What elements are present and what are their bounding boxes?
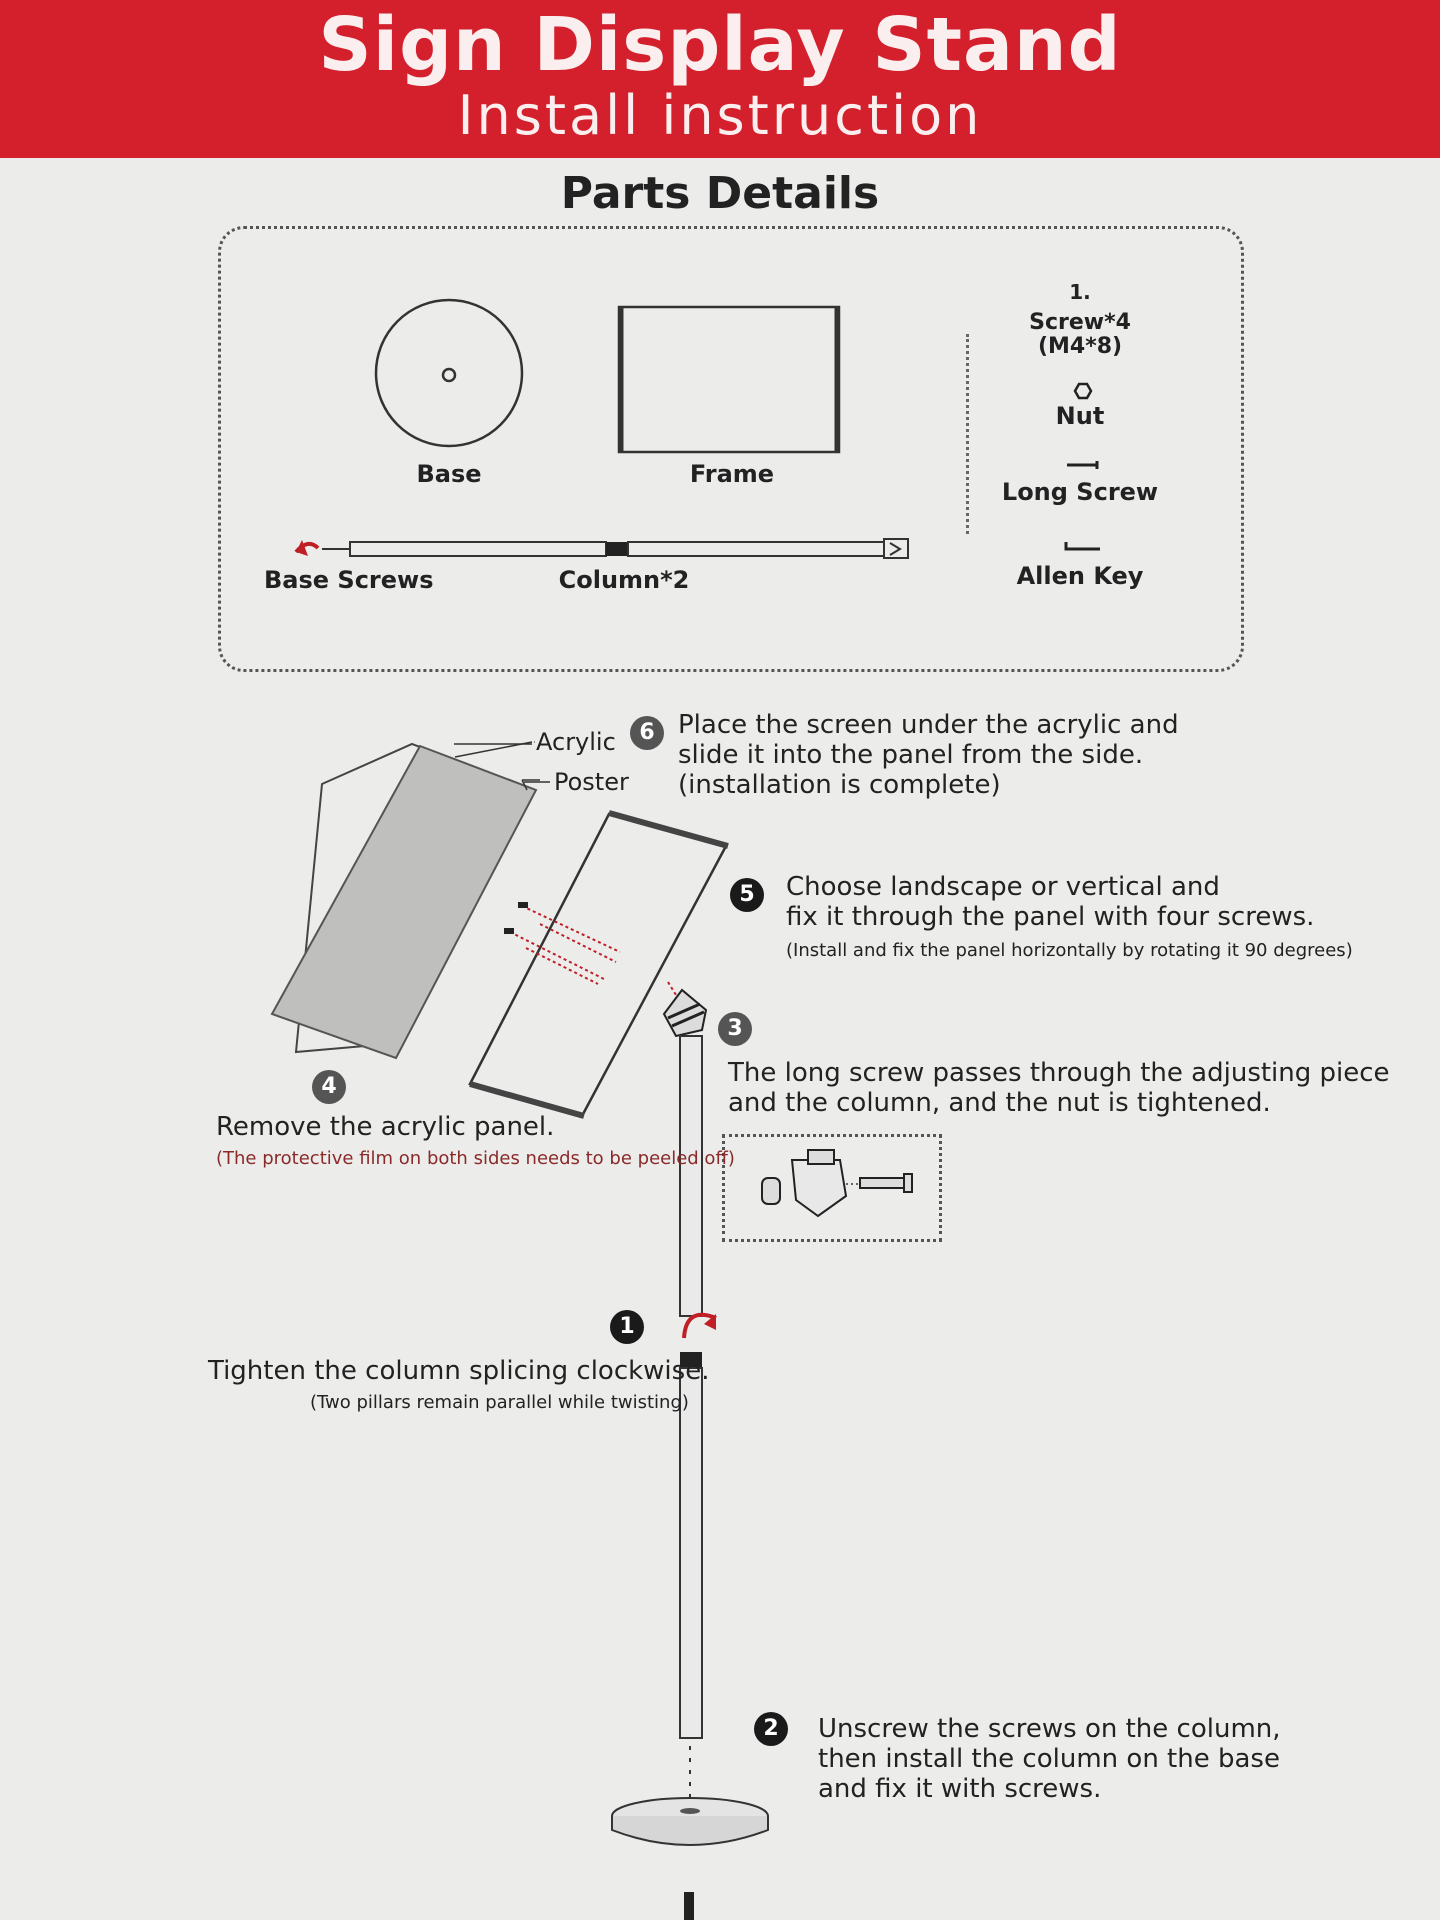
step-3-line1: The long screw passes through the adjust… xyxy=(728,1058,1390,1088)
step-6-line3: (installation is complete) xyxy=(678,770,1001,800)
poster-label: Poster xyxy=(554,768,629,796)
screw-size: (M4*8) xyxy=(1037,334,1123,359)
page-title: Sign Display Stand xyxy=(318,2,1122,88)
step-2-text: Unscrew the screws on the column, then i… xyxy=(818,1714,1281,1804)
base-label: Base xyxy=(416,460,482,488)
step-2-badge: 2 xyxy=(754,1712,788,1746)
step-5-line1: Choose landscape or vertical and xyxy=(786,872,1220,902)
page-subtitle: Install instruction xyxy=(457,84,983,147)
frame-drawing xyxy=(617,305,841,454)
step-4-line1: Remove the acrylic panel. xyxy=(216,1112,555,1142)
upright-column-drawing xyxy=(679,1035,717,1920)
leader-lines xyxy=(454,743,550,783)
allen-key-drawing xyxy=(1064,542,1100,551)
step-6-line1: Place the screen under the acrylic and xyxy=(678,710,1179,740)
step-1-line1: Tighten the column splicing clockwise. xyxy=(208,1356,710,1386)
screw-number: 1. xyxy=(1069,280,1091,304)
parts-details-box xyxy=(218,226,1244,672)
screw-label: Screw*4 xyxy=(1029,310,1131,335)
parts-section-title: Parts Details xyxy=(560,168,880,219)
step-5-badge: 5 xyxy=(730,878,764,912)
long-screw-label: Long Screw xyxy=(1001,478,1159,506)
step-1-badge: 1 xyxy=(610,1310,644,1344)
step-1-note: (Two pillars remain parallel while twist… xyxy=(310,1392,689,1413)
parts-divider xyxy=(966,334,969,534)
column-drawing xyxy=(294,538,909,559)
long-screw-drawing xyxy=(1067,461,1099,469)
acrylic-poster-drawing xyxy=(270,741,540,1060)
panel-frame-drawing xyxy=(468,810,729,1119)
screw-assembly-drawing xyxy=(761,1149,913,1218)
acrylic-label: Acrylic xyxy=(536,728,616,756)
step-4-badge: 4 xyxy=(312,1070,346,1104)
step-5-note: (Install and fix the panel horizontally … xyxy=(786,940,1353,961)
step-3-badge: 3 xyxy=(718,1012,752,1046)
nut-drawing xyxy=(1073,382,1093,400)
step-2-line3: and fix it with screws. xyxy=(818,1774,1102,1804)
step-6-line2: slide it into the panel from the side. xyxy=(678,740,1144,770)
frame-label: Frame xyxy=(689,460,775,488)
step-3-line2: and the column, and the nut is tightened… xyxy=(728,1088,1271,1118)
step-4-note: (The protective film on both sides needs… xyxy=(216,1148,735,1169)
allen-key-label: Allen Key xyxy=(1016,562,1144,590)
base-screws-label: Base Screws xyxy=(264,566,434,594)
step-6-badge: 6 xyxy=(630,716,664,750)
screw-assembly-inset xyxy=(722,1134,942,1242)
step-2-line2: then install the column on the base xyxy=(818,1744,1280,1774)
column-label: Column*2 xyxy=(558,566,690,594)
base-drawing xyxy=(374,298,524,448)
header-banner: Sign Display Stand Install instruction xyxy=(0,0,1440,158)
adjusting-head-drawing xyxy=(662,988,708,1038)
stand-base-drawing xyxy=(611,1797,769,1846)
step-5-line2: fix it through the panel with four screw… xyxy=(786,902,1315,932)
nut-label: Nut xyxy=(1055,402,1105,430)
step-3-text: The long screw passes through the adjust… xyxy=(728,1058,1390,1118)
step-2-line1: Unscrew the screws on the column, xyxy=(818,1714,1281,1744)
step-6-text: Place the screen under the acrylic and s… xyxy=(678,710,1179,800)
step-5-text: Choose landscape or vertical and fix it … xyxy=(786,872,1314,932)
